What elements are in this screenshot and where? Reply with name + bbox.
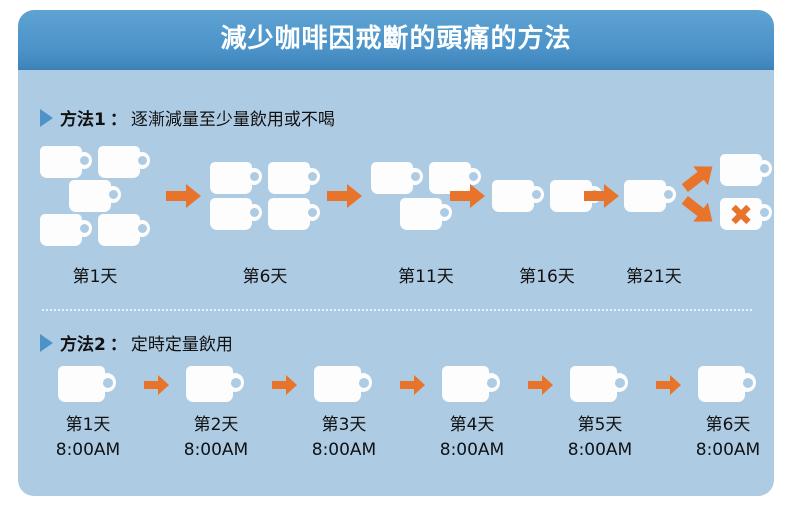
method1-label: 方法1 xyxy=(60,110,106,130)
x-mark-icon: ✖ xyxy=(728,198,754,232)
method1-description: 逐漸減量至少量飲用或不喝 xyxy=(130,110,335,130)
coffee-cup-icon xyxy=(40,146,92,178)
coffee-cup-icon xyxy=(400,198,452,230)
method2-time: 8:00AM xyxy=(695,440,761,460)
arrow-right-icon xyxy=(450,183,486,209)
coffee-cup-icon xyxy=(314,366,372,402)
method1-day-label: 第11天 xyxy=(398,267,454,287)
arrow-right-icon xyxy=(656,375,682,395)
coffee-cup-icon xyxy=(268,162,320,194)
method2-colon: ： xyxy=(109,335,127,355)
method2-time: 8:00AM xyxy=(183,440,249,460)
coffee-cup-icon xyxy=(98,146,150,178)
coffee-cup-icon xyxy=(429,162,481,194)
coffee-cup-icon xyxy=(58,366,116,402)
coffee-cup-icon xyxy=(186,366,244,402)
method2-step-label: 第1天 8:00AM xyxy=(42,410,134,460)
method2-step-label: 第5天 8:00AM xyxy=(554,410,646,460)
method1-stage-1 xyxy=(40,146,150,246)
section-divider xyxy=(42,309,752,311)
coffee-cup-icon xyxy=(698,366,756,402)
method2-time: 8:00AM xyxy=(311,440,377,460)
method2-step-cup xyxy=(698,366,756,404)
method2-step-cup xyxy=(570,366,628,404)
method2-step-cup xyxy=(186,366,244,404)
method2-day: 第3天 xyxy=(321,415,367,435)
page-title: 減少咖啡因戒斷的頭痛的方法 xyxy=(220,24,572,54)
method2-step-label: 第2天 8:00AM xyxy=(170,410,262,460)
method1-day-label: 第21天 xyxy=(626,267,682,287)
method2-day: 第4天 xyxy=(449,415,495,435)
arrow-down-right-icon xyxy=(679,196,719,226)
method1-stage-2 xyxy=(210,162,320,230)
coffee-cup-icon xyxy=(720,154,772,186)
method2-time: 8:00AM xyxy=(55,440,121,460)
triangle-right-icon xyxy=(40,333,53,352)
method1-day-label: 第6天 xyxy=(242,267,288,287)
method2-time: 8:00AM xyxy=(567,440,633,460)
method1-day-label: 第1天 xyxy=(72,267,118,287)
coffee-cup-icon xyxy=(210,162,262,194)
method1-day-label: 第16天 xyxy=(519,267,575,287)
method1-stage-3 xyxy=(371,162,481,230)
coffee-cup-icon xyxy=(98,214,150,246)
coffee-cup-icon xyxy=(210,198,262,230)
method1-stage-5 xyxy=(624,180,676,214)
method1-heading: 方法1 ： 逐漸減量至少量飲用或不喝 xyxy=(40,105,335,130)
method2-step-cup xyxy=(314,366,372,404)
method1-outcome-continue xyxy=(720,154,772,188)
method2-heading: 方法2 ： 定時定量飲用 xyxy=(40,330,233,355)
method2-label: 方法2 xyxy=(60,335,106,355)
coffee-cup-icon xyxy=(570,366,628,402)
arrow-right-icon xyxy=(400,375,426,395)
infographic-poster: 減少咖啡因戒斷的頭痛的方法 方法1 ： 逐漸減量至少量飲用或不喝 xyxy=(18,10,774,496)
coffee-cup-icon xyxy=(40,214,92,246)
method2-step-cup xyxy=(58,366,116,404)
method2-step-label: 第3天 8:00AM xyxy=(298,410,390,460)
coffee-cup-icon xyxy=(442,366,500,402)
method2-day: 第6天 xyxy=(705,415,751,435)
arrow-up-right-icon xyxy=(679,162,719,192)
coffee-cup-icon xyxy=(624,180,676,212)
arrow-right-icon xyxy=(166,183,202,209)
method2-description: 定時定量飲用 xyxy=(130,335,233,355)
method2-day: 第5天 xyxy=(577,415,623,435)
method2-step-label: 第6天 8:00AM xyxy=(682,410,774,460)
method2-day: 第1天 xyxy=(65,415,111,435)
coffee-cup-icon xyxy=(492,180,544,212)
method2-time: 8:00AM xyxy=(439,440,505,460)
triangle-right-icon xyxy=(40,108,53,127)
arrow-right-icon xyxy=(144,375,170,395)
coffee-cup-icon xyxy=(69,180,121,212)
method1-colon: ： xyxy=(109,110,127,130)
coffee-cup-icon xyxy=(371,162,423,194)
arrow-right-icon xyxy=(327,183,363,209)
header-bar: 減少咖啡因戒斷的頭痛的方法 xyxy=(18,10,774,70)
method1-outcome-stop: ✖ xyxy=(720,198,772,232)
arrow-right-icon xyxy=(584,183,620,209)
method2-day: 第2天 xyxy=(193,415,239,435)
method2-step-cup xyxy=(442,366,500,404)
coffee-cup-icon xyxy=(268,198,320,230)
arrow-right-icon xyxy=(528,375,554,395)
coffee-cup-with-x-icon: ✖ xyxy=(720,198,772,230)
arrow-right-icon xyxy=(272,375,298,395)
method2-step-label: 第4天 8:00AM xyxy=(426,410,518,460)
